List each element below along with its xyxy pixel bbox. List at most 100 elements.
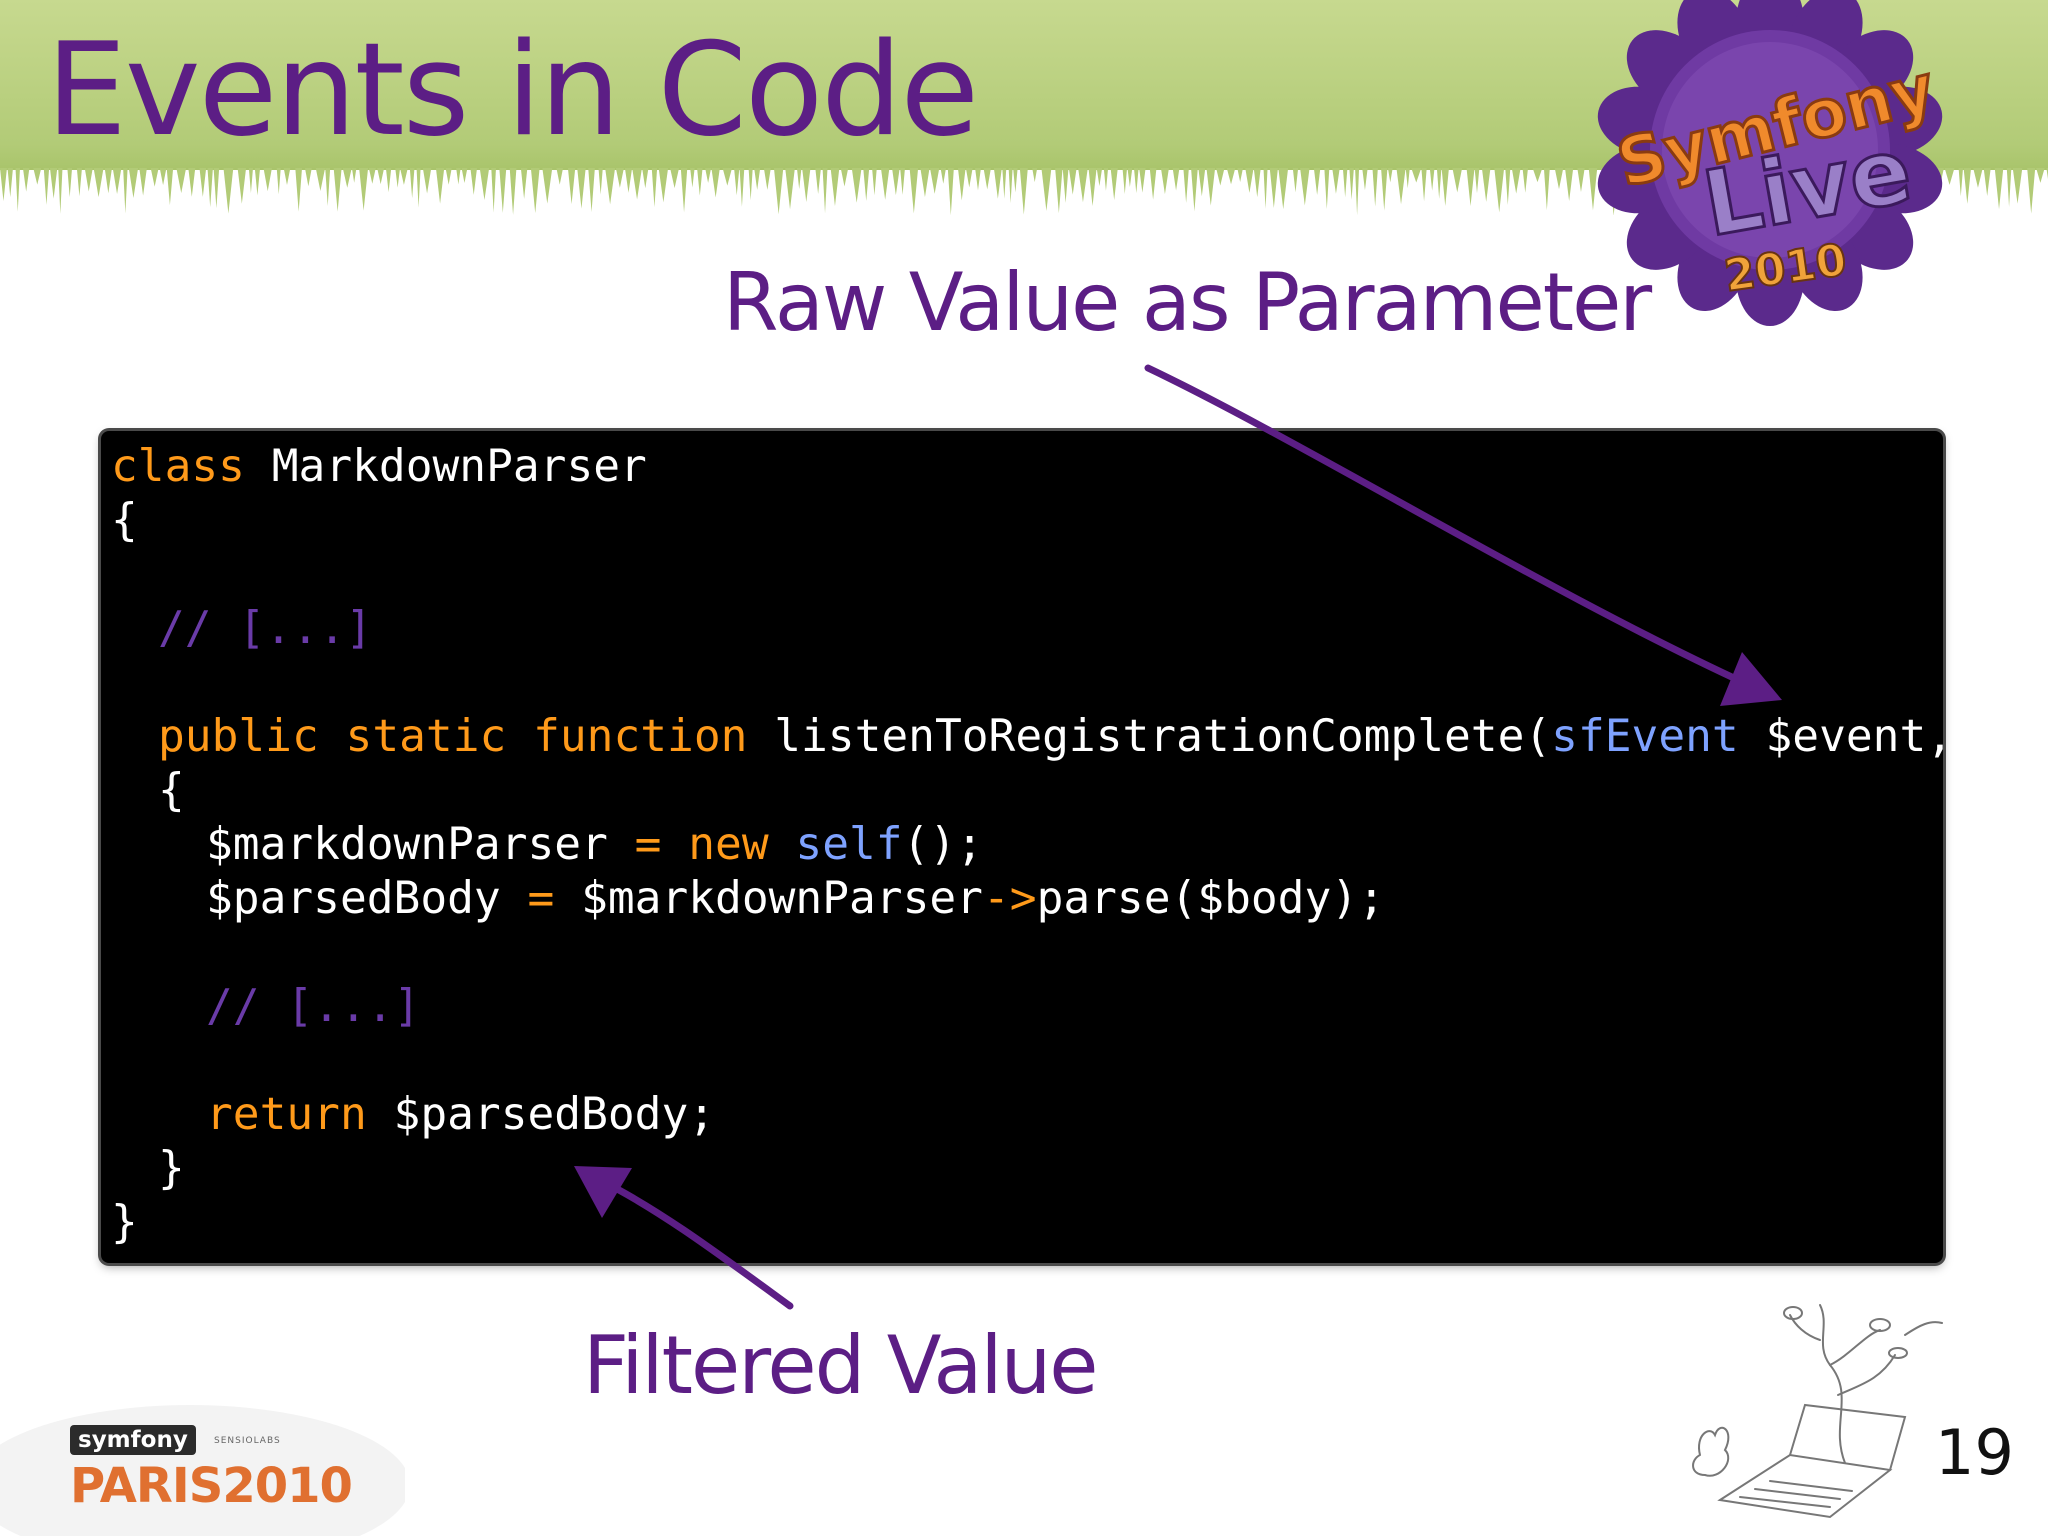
grass-blade bbox=[368, 168, 376, 184]
grass-blade bbox=[445, 168, 452, 185]
grass-blade bbox=[435, 168, 445, 204]
grass-blade bbox=[1332, 168, 1340, 194]
grass-blade bbox=[1096, 168, 1103, 187]
grass-blade bbox=[588, 168, 595, 213]
grass-blade bbox=[965, 168, 973, 188]
grass-blade bbox=[577, 168, 586, 209]
code-text: $parsedBody bbox=[206, 873, 528, 924]
grass-blade bbox=[1505, 168, 1511, 205]
grass-blade bbox=[223, 168, 234, 214]
grass-blade bbox=[900, 168, 905, 195]
grass-blade bbox=[1149, 168, 1157, 200]
grass-blade bbox=[520, 168, 528, 199]
grass-blade bbox=[1062, 168, 1069, 203]
code-operator: = bbox=[634, 819, 662, 870]
grass-blade bbox=[1474, 168, 1480, 194]
grass-blade bbox=[1078, 168, 1088, 203]
grass-blade bbox=[658, 168, 669, 203]
code-keyword: class bbox=[111, 441, 245, 492]
grass-blade bbox=[2027, 168, 2036, 214]
code-text: { bbox=[158, 765, 185, 816]
page-number: 19 bbox=[1935, 1416, 2014, 1489]
grass-blade bbox=[1110, 168, 1118, 200]
grass-blade bbox=[1355, 168, 1360, 215]
grass-blade bbox=[342, 168, 352, 188]
grass-blade bbox=[1349, 168, 1354, 200]
code-text: MarkdownParser bbox=[244, 441, 647, 492]
grass-blade bbox=[1963, 168, 1972, 204]
code-text: $parsedBody; bbox=[366, 1089, 716, 1140]
grass-blade bbox=[139, 168, 147, 196]
grass-blade bbox=[975, 168, 981, 191]
grass-blade bbox=[1191, 168, 1198, 212]
grass-blade bbox=[456, 168, 461, 185]
grass-blade bbox=[983, 168, 991, 190]
code-keyword: return bbox=[206, 1089, 367, 1140]
code-line: $markdownParser = new self(); bbox=[206, 818, 983, 872]
grass-blade bbox=[150, 168, 159, 187]
grass-blade bbox=[1127, 168, 1133, 188]
grass-blade bbox=[1944, 168, 1955, 185]
grass-blade bbox=[1565, 168, 1574, 201]
grass-blade bbox=[1436, 168, 1442, 199]
grass-blade bbox=[851, 168, 862, 203]
grass-blade bbox=[739, 168, 745, 207]
grass-blade bbox=[1172, 168, 1180, 191]
grass-blade bbox=[1139, 168, 1146, 193]
code-text: $markdownParser bbox=[554, 873, 983, 924]
grass-blade bbox=[1532, 168, 1543, 183]
grass-blade bbox=[1300, 168, 1310, 206]
grass-blade bbox=[188, 168, 196, 197]
grass-blade bbox=[22, 168, 30, 192]
grass-blade bbox=[84, 168, 93, 192]
grass-blade bbox=[2012, 168, 2023, 204]
grass-blade bbox=[7, 168, 13, 198]
grass-blade bbox=[1088, 168, 1097, 207]
grass-blade bbox=[1002, 168, 1007, 199]
grass-blade bbox=[491, 168, 496, 213]
grass-blade bbox=[1958, 168, 1964, 197]
grass-blade bbox=[263, 168, 272, 192]
grass-blade bbox=[1481, 168, 1491, 202]
grass-blade bbox=[76, 168, 82, 197]
grass-blade bbox=[530, 168, 540, 214]
footer-event-name: PARIS2010 bbox=[70, 1458, 353, 1514]
grass-blade bbox=[1973, 168, 1983, 188]
grass-blade bbox=[395, 168, 401, 188]
code-type: self bbox=[768, 819, 903, 870]
grass-blade bbox=[1494, 168, 1505, 213]
grass-blade bbox=[377, 168, 385, 185]
code-text: parse($body); bbox=[1036, 873, 1385, 924]
grass-blade bbox=[748, 168, 753, 201]
code-line: } bbox=[158, 1142, 185, 1196]
annotation-raw-value: Raw Value as Parameter bbox=[723, 256, 1652, 349]
grass-blade bbox=[237, 168, 247, 204]
grass-blade bbox=[1216, 168, 1225, 186]
grass-blade bbox=[295, 168, 303, 212]
code-type: sfEvent bbox=[1551, 711, 1739, 762]
grass-blade bbox=[773, 168, 784, 215]
grass-blade bbox=[159, 168, 167, 186]
grass-blade bbox=[690, 168, 695, 188]
grass-blade bbox=[1122, 168, 1128, 194]
grass-blade bbox=[2006, 168, 2012, 207]
grass-blade bbox=[830, 168, 840, 207]
grass-blade bbox=[1019, 168, 1028, 215]
grass-blade bbox=[1588, 168, 1598, 211]
grass-blade bbox=[892, 168, 900, 196]
grass-blade bbox=[409, 168, 415, 199]
grass-blade bbox=[796, 168, 802, 190]
code-line: public static function listenToRegistrat… bbox=[158, 710, 2048, 764]
grass-blade bbox=[822, 168, 828, 214]
grass-blade bbox=[651, 168, 658, 208]
grass-blade bbox=[863, 168, 870, 201]
grass-blade bbox=[947, 168, 954, 215]
grass-blade bbox=[58, 168, 63, 214]
code-text: } bbox=[111, 1197, 138, 1248]
grass-blade bbox=[1068, 168, 1077, 195]
grass-blade bbox=[248, 168, 253, 194]
grass-blade bbox=[957, 168, 966, 201]
grass-blade bbox=[351, 168, 357, 183]
grass-blade bbox=[920, 168, 930, 198]
